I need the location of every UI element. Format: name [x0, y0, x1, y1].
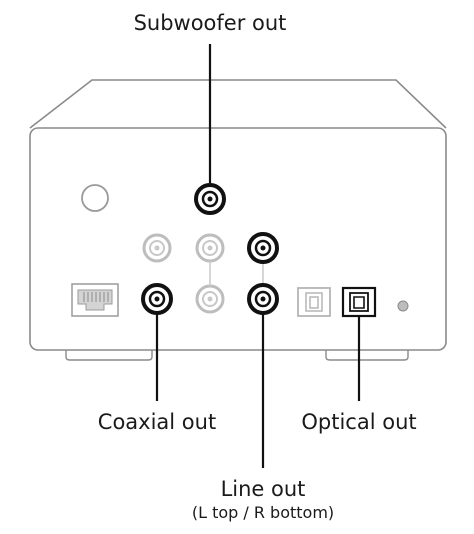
- rca-jack-inactive-1: [142, 233, 172, 263]
- lan-port-icon: [71, 283, 119, 317]
- subwoofer-out-jack: [194, 183, 226, 215]
- rca-jack-inactive-3: [195, 284, 225, 314]
- line-out-left-jack: [247, 232, 279, 264]
- round-port-icon: [81, 184, 109, 212]
- device-housing: [29, 79, 447, 361]
- device-foot-left: [65, 350, 153, 361]
- optical-out-label: Optical out: [301, 410, 416, 434]
- line-out-right-jack: [247, 283, 279, 315]
- optical-out-port-icon: [341, 286, 377, 318]
- coaxial-out-label: Coaxial out: [98, 410, 216, 434]
- coaxial-out-jack: [141, 283, 173, 315]
- optical-in-port-icon: [297, 287, 331, 317]
- line-out-label: Line out: [221, 477, 306, 501]
- subwoofer-out-label: Subwoofer out: [134, 11, 287, 35]
- line-out-sublabel: (L top / R bottom): [192, 503, 334, 522]
- rca-jack-inactive-2: [195, 233, 225, 263]
- device-lid-outline: [29, 79, 447, 129]
- device-foot-right: [325, 350, 409, 361]
- indicator-dot-icon: [397, 300, 409, 312]
